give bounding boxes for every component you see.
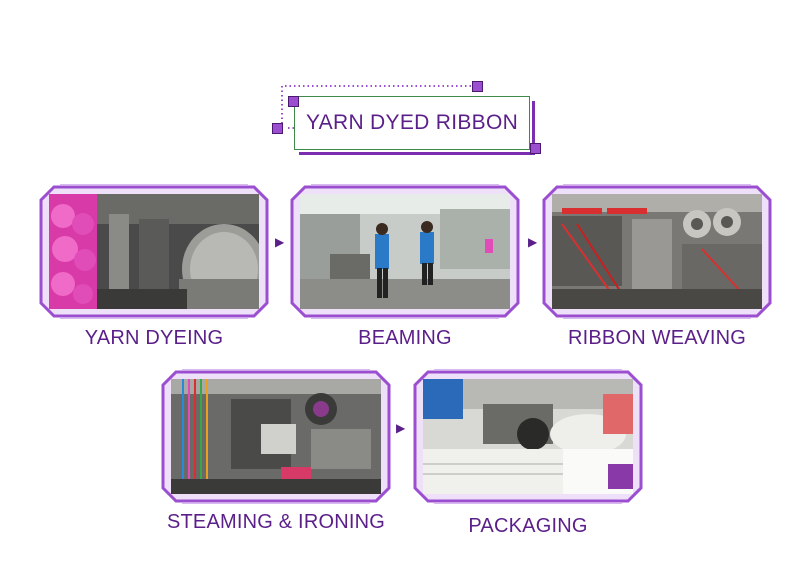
step-frame xyxy=(38,184,270,319)
step-frame xyxy=(160,369,392,504)
title-corner-square xyxy=(272,123,283,134)
packaging-photo xyxy=(423,379,633,494)
step-label: PACKAGING xyxy=(468,515,588,537)
process-step-packaging: PACKAGING xyxy=(412,369,644,544)
title-box: YARN DYED RIBBON xyxy=(294,96,535,155)
yarn-dyeing-photo xyxy=(49,194,259,309)
step-label: YARN DYEING xyxy=(84,327,224,349)
process-step-beaming: BEAMING xyxy=(289,184,521,359)
title-corner-square xyxy=(472,81,483,92)
arrow-icon: ▶ xyxy=(275,235,285,249)
arrow-icon: ▶ xyxy=(396,421,406,435)
process-step-steaming-ironing: STEAMING & IRONING xyxy=(160,369,392,544)
step-label: RIBBON WEAVING xyxy=(567,327,746,349)
step-frame xyxy=(412,369,644,504)
step-label: BEAMING xyxy=(358,327,452,349)
page-title: YARN DYED RIBBON xyxy=(305,111,519,134)
title-corner-square xyxy=(288,96,299,107)
process-step-yarn-dyeing: YARN DYEING xyxy=(38,184,270,359)
step-frame xyxy=(541,184,773,319)
ribbon-weaving-photo xyxy=(552,194,762,309)
beaming-photo xyxy=(300,194,510,309)
process-step-ribbon-weaving: RIBBON WEAVING xyxy=(541,184,773,359)
steaming-ironing-photo xyxy=(171,379,381,494)
title-corner-square xyxy=(530,143,541,154)
step-frame xyxy=(289,184,521,319)
arrow-icon: ▶ xyxy=(528,235,538,249)
step-label: STEAMING & IRONING xyxy=(166,511,386,533)
